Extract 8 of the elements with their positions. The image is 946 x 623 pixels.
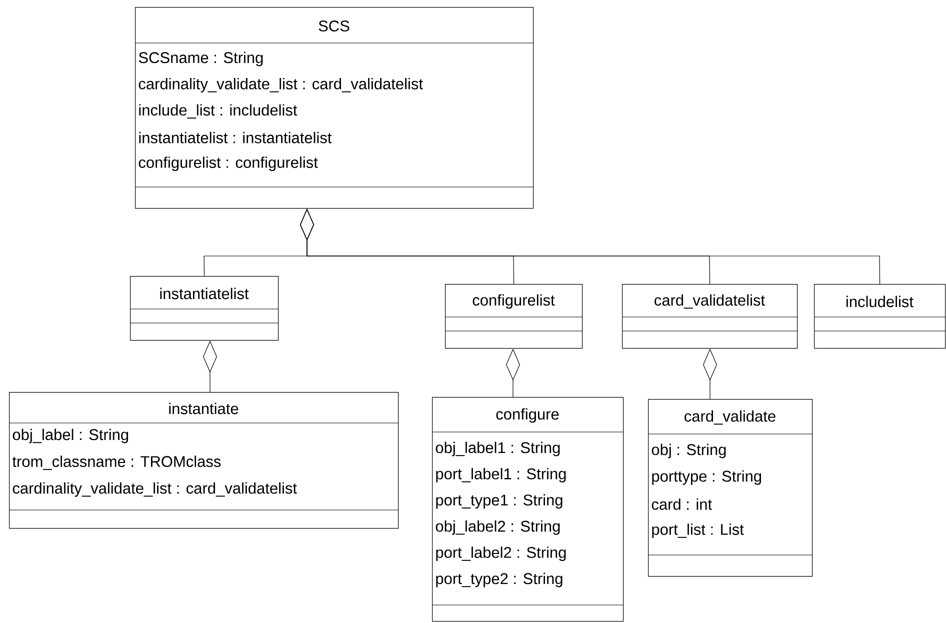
class-box: configure obj_label1 : String port_label1 : String port_type1 : String obj_label2 : String port_label2 : String port_type2 : String: [432, 397, 624, 622]
class-box: card_validate obj : String porttype : String card : int port_list : List: [648, 399, 813, 577]
class-box: instantiatelist: [130, 276, 279, 341]
class-box: includelist: [814, 284, 946, 349]
class-box: SCS SCSname : String cardinality_validate_list : card_validatelist include_list : includelist instantiatelist : instantiatelist configurelist : configurelist: [134, 7, 534, 209]
class-box: card_validatelist: [622, 284, 798, 349]
class-box: instantiate obj_label : String trom_classname : TROMclass cardinality_validate_list : card_validatelist: [8, 392, 399, 529]
class-box: configurelist: [444, 284, 583, 349]
